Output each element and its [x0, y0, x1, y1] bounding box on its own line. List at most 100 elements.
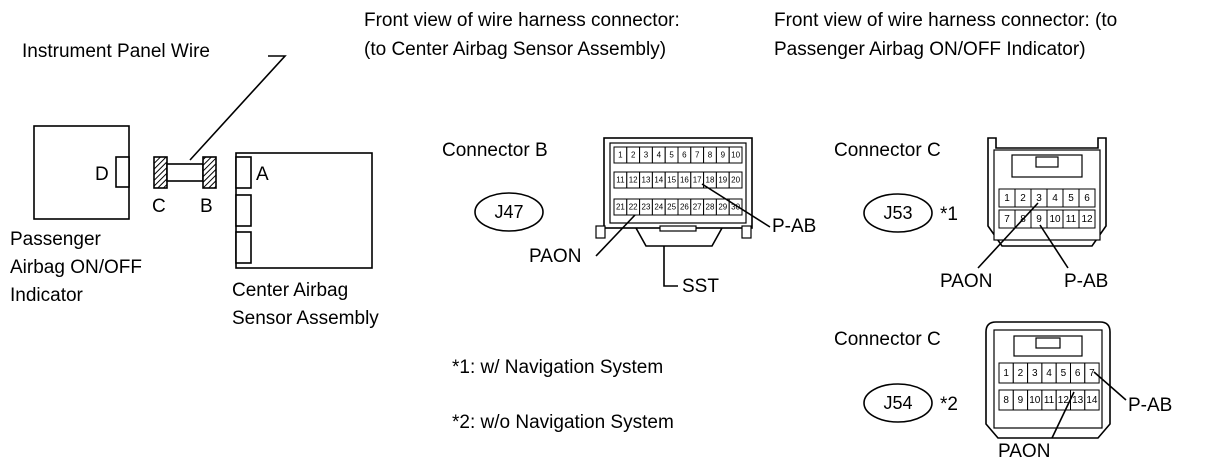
connector-c2-paon-label: PAON [998, 441, 1050, 462]
connector-c2-code: J54 [883, 393, 912, 413]
connector-c1-pin-number: 2 [1020, 193, 1026, 204]
connector-c1-pin-cell [1078, 188, 1096, 208]
connector-c1-note: *1 [940, 204, 958, 225]
connector-b-pin-number: 20 [731, 176, 740, 185]
connector-c2-pin-number: 13 [1072, 395, 1084, 406]
connector-b-pin-number: 24 [654, 203, 663, 212]
connector-c2-pin-number: 11 [1044, 395, 1055, 406]
wire-leader-line [189, 55, 287, 161]
connector-b-pin-number: 26 [680, 203, 689, 212]
connector-b-pin-number: 23 [642, 203, 651, 212]
indicator-name-line1: Passenger [10, 229, 102, 250]
instrument-panel-wire [166, 163, 204, 182]
instrument-panel-wire-label: Instrument Panel Wire [22, 41, 210, 62]
connector-c1-pin-number: 6 [1084, 193, 1090, 204]
connector-c2-pin-number: 3 [1032, 368, 1038, 379]
connector-c2-pin-number: 4 [1046, 368, 1052, 379]
connector-c1-pin-number: 1 [1004, 193, 1010, 204]
sensor-name-line1: Center Airbag [232, 280, 348, 301]
connector-b-pin-number: 12 [629, 176, 638, 185]
connector-c2-title: Connector C [834, 329, 941, 350]
connector-c2-note: *2 [940, 394, 958, 415]
connector-c2-pin-number: 6 [1075, 368, 1081, 379]
connector-b-pin-number: 6 [682, 151, 687, 160]
connector-c1-pin-number: 10 [1049, 214, 1061, 225]
terminal-d-socket [115, 156, 130, 188]
sst-leader [663, 246, 678, 287]
connector-c2-pin-number: 8 [1003, 395, 1009, 406]
connector-c1-pab-label: P-AB [1064, 271, 1108, 292]
connector-c1-pin-number: 11 [1066, 214, 1077, 225]
connector-c1-pin-number: 3 [1036, 193, 1042, 204]
connector-b-code: J47 [494, 202, 523, 222]
connector-c1-title: Connector C [834, 140, 941, 161]
connector-b-pin-number: 27 [693, 203, 702, 212]
terminal-c-label: C [152, 196, 166, 217]
connector-b-pin-number: 18 [706, 176, 715, 185]
terminal-a-label: A [256, 164, 269, 185]
connector-b-pin-number: 30 [731, 203, 740, 212]
connector-b-pin-cell [728, 171, 743, 189]
connector-b-pin-number: 21 [616, 203, 625, 212]
connector-c2-pin-number: 2 [1018, 368, 1024, 379]
terminal-d-label: D [95, 164, 109, 185]
connector-b-pab-leader [701, 183, 771, 228]
connector-c1-paon-label: PAON [940, 271, 992, 292]
connector-c1-code-badge [863, 193, 933, 233]
indicator-name-line3: Indicator [10, 285, 84, 306]
connector-b-pin-number: 1 [618, 151, 623, 160]
connector-b-pin-cell [728, 146, 743, 164]
connector-b-pin-number: 22 [629, 203, 638, 212]
connector-c-header-line1: Front view of wire harness connector: (t… [774, 10, 1117, 31]
center-airbag-sensor-box [235, 152, 373, 269]
connector-b-pin-number: 17 [693, 176, 702, 185]
connector-b-pin-number: 10 [731, 151, 740, 160]
passenger-indicator-box [33, 125, 130, 220]
connector-b-title: Connector B [442, 140, 548, 161]
connector-b-pin-number: 29 [718, 203, 727, 212]
connector-c-header-line2: Passenger Airbag ON/OFF Indicator) [774, 39, 1086, 60]
connector-b-pin-number: 8 [708, 151, 713, 160]
connector-c2-pab-label: P-AB [1128, 395, 1172, 416]
terminal-b-label: B [200, 196, 213, 217]
connector-b-pin-number: 14 [654, 176, 663, 185]
connector-c1-pab-leader [1039, 224, 1069, 269]
connector-b-pin-number: 11 [616, 176, 625, 185]
connector-c2-pin-number: 7 [1089, 368, 1095, 379]
connector-b-paon-leader [595, 214, 636, 257]
connector-c1-pin-number: 4 [1052, 193, 1058, 204]
sensor-socket-3 [235, 231, 252, 264]
connector-c2-pin-cell [1084, 362, 1100, 384]
sensor-name-line2: Sensor Assembly [232, 308, 379, 329]
connector-c1-paon-leader [977, 202, 1039, 269]
connector-b-code-badge [474, 192, 544, 232]
connector-b-pin-number: 13 [642, 176, 651, 185]
connector-c1-pin-number: 9 [1036, 214, 1042, 225]
connector-b-pin-number: 4 [657, 151, 662, 160]
connector-b-pab-label: P-AB [772, 216, 816, 237]
connector-c-plug [153, 156, 168, 189]
connector-b-header-line1: Front view of wire harness connector: [364, 10, 680, 31]
connector-c2-paon-leader [1051, 391, 1075, 439]
connector-c2-pin-number: 14 [1086, 395, 1098, 406]
connector-b-header-line2: (to Center Airbag Sensor Assembly) [364, 39, 666, 60]
connector-c2-pin-number: 5 [1061, 368, 1067, 379]
connector-b-pin-number: 16 [680, 176, 689, 185]
connector-c1-pin-cell [1078, 209, 1096, 229]
connector-b-pin-number: 3 [644, 151, 649, 160]
connector-b-pin-number: 25 [667, 203, 676, 212]
connector-b-pin-number: 5 [669, 151, 674, 160]
connector-b-plug [202, 156, 217, 189]
connector-b-pin-number: 2 [631, 151, 636, 160]
connector-c2-pin-cell [1084, 389, 1100, 411]
note-1: *1: w/ Navigation System [452, 357, 663, 378]
connector-b-pin-number: 15 [667, 176, 676, 185]
connector-c2-pab-leader [1093, 371, 1127, 401]
indicator-name-line2: Airbag ON/OFF [10, 257, 142, 278]
connector-b-pin-number: 9 [721, 151, 726, 160]
connector-b-pin-number: 28 [706, 203, 715, 212]
connector-b-paon-label: PAON [529, 246, 581, 267]
